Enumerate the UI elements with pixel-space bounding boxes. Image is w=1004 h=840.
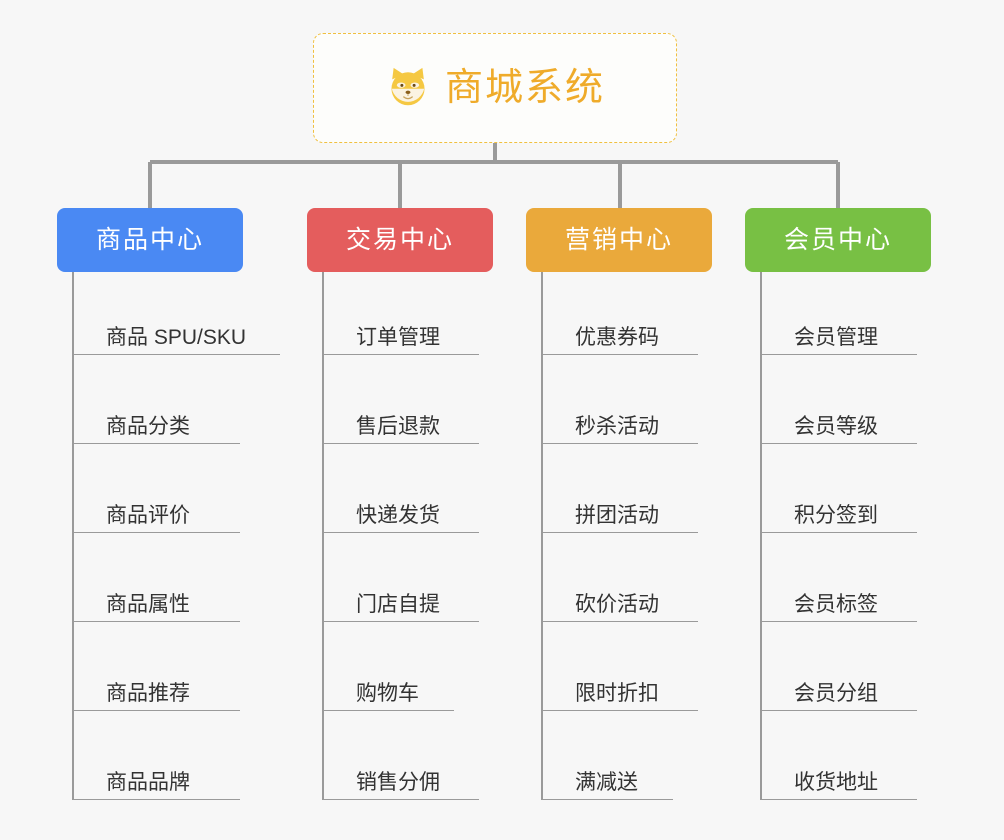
leaf-item[interactable]: 商品品牌 [74, 711, 304, 800]
leaf-rule [74, 799, 240, 800]
leaf-label: 商品推荐 [106, 681, 190, 705]
leaf-rule [762, 799, 917, 800]
leaf-item[interactable]: 购物车 [324, 622, 554, 711]
leaf-label: 砍价活动 [575, 592, 659, 616]
leaf-label: 会员等级 [794, 414, 878, 438]
leaf-rule [324, 354, 479, 355]
leaf-item[interactable]: 限时折扣 [543, 622, 773, 711]
leaf-rule [74, 354, 280, 355]
leaf-item[interactable]: 商品评价 [74, 444, 304, 533]
branch-marketing-center: 营销中心 优惠券码 秒杀活动 拼团活动 砍价活动 限时折扣 [526, 208, 712, 800]
leaf-label: 售后退款 [356, 414, 440, 438]
leaf-item[interactable]: 销售分佣 [324, 711, 554, 800]
branch-head-member-center[interactable]: 会员中心 [745, 208, 931, 272]
leaf-label: 拼团活动 [575, 503, 659, 527]
leaf-label: 商品品牌 [106, 770, 190, 794]
leaf-rule [543, 621, 698, 622]
leaf-item[interactable]: 会员等级 [762, 355, 992, 444]
leaf-list-trade-center: 订单管理 售后退款 快递发货 门店自提 购物车 销售分佣 [322, 272, 554, 800]
leaf-rule [543, 710, 698, 711]
leaf-rule [762, 443, 917, 444]
shiba-dog-face-icon [391, 67, 425, 106]
leaf-rule [762, 710, 917, 711]
leaf-item[interactable]: 收货地址 [762, 711, 992, 800]
leaf-rule [74, 710, 240, 711]
leaf-item[interactable]: 砍价活动 [543, 533, 773, 622]
leaf-list-product-center: 商品 SPU/SKU 商品分类 商品评价 商品属性 商品推荐 商品品牌 [72, 272, 304, 800]
leaf-label: 销售分佣 [356, 770, 440, 794]
leaf-item[interactable]: 商品推荐 [74, 622, 304, 711]
leaf-rule [543, 799, 673, 800]
leaf-list-marketing-center: 优惠券码 秒杀活动 拼团活动 砍价活动 限时折扣 满减送 [541, 272, 773, 800]
leaf-item[interactable]: 会员管理 [762, 272, 992, 355]
leaf-rule [762, 532, 917, 533]
leaf-item[interactable]: 满减送 [543, 711, 773, 800]
branch-head-label: 交易中心 [345, 225, 454, 254]
leaf-rule [324, 799, 479, 800]
leaf-label: 限时折扣 [575, 681, 659, 705]
branch-head-label: 商品中心 [95, 225, 204, 254]
leaf-item[interactable]: 订单管理 [324, 272, 554, 355]
leaf-label: 积分签到 [794, 503, 878, 527]
leaf-rule [324, 532, 479, 533]
branch-head-trade-center[interactable]: 交易中心 [307, 208, 493, 272]
leaf-item[interactable]: 快递发货 [324, 444, 554, 533]
leaf-item[interactable]: 会员分组 [762, 622, 992, 711]
leaf-rule [324, 710, 454, 711]
root-node[interactable]: 商城系统 [313, 33, 677, 143]
leaf-label: 会员分组 [794, 681, 878, 705]
leaf-label: 秒杀活动 [575, 414, 659, 438]
leaf-rule [543, 532, 698, 533]
branch-trade-center: 交易中心 订单管理 售后退款 快递发货 门店自提 购物车 [307, 208, 493, 800]
leaf-rule [74, 532, 240, 533]
leaf-rule [762, 354, 917, 355]
leaf-label: 优惠券码 [575, 325, 659, 349]
leaf-label: 商品 SPU/SKU [106, 325, 247, 349]
leaf-item[interactable]: 拼团活动 [543, 444, 773, 533]
branch-head-label: 营销中心 [564, 225, 673, 254]
root-title: 商城系统 [444, 67, 605, 109]
leaf-label: 会员管理 [794, 325, 878, 349]
leaf-rule [324, 621, 479, 622]
branch-product-center: 商品中心 商品 SPU/SKU 商品分类 商品评价 商品属性 商品推荐 [57, 208, 280, 800]
branch-head-label: 会员中心 [783, 225, 892, 254]
branch-head-marketing-center[interactable]: 营销中心 [526, 208, 712, 272]
branch-member-center: 会员中心 会员管理 会员等级 积分签到 会员标签 会员分组 [745, 208, 931, 800]
branch-head-product-center[interactable]: 商品中心 [57, 208, 243, 272]
leaf-item[interactable]: 优惠券码 [543, 272, 773, 355]
leaf-label: 购物车 [356, 681, 419, 705]
leaf-label: 商品属性 [106, 592, 190, 616]
leaf-item[interactable]: 商品 SPU/SKU [74, 272, 304, 355]
leaf-label: 商品评价 [106, 503, 190, 527]
leaf-rule [762, 621, 917, 622]
leaf-label: 门店自提 [356, 592, 440, 616]
leaf-item[interactable]: 门店自提 [324, 533, 554, 622]
leaf-label: 快递发货 [356, 503, 440, 527]
leaf-item[interactable]: 商品属性 [74, 533, 304, 622]
leaf-rule [543, 354, 698, 355]
leaf-rule [74, 621, 240, 622]
leaf-label: 商品分类 [106, 414, 190, 438]
leaf-rule [324, 443, 479, 444]
leaf-item[interactable]: 会员标签 [762, 533, 992, 622]
leaf-label: 满减送 [575, 770, 638, 794]
leaf-label: 会员标签 [794, 592, 878, 616]
leaf-item[interactable]: 秒杀活动 [543, 355, 773, 444]
leaf-item[interactable]: 积分签到 [762, 444, 992, 533]
leaf-item[interactable]: 售后退款 [324, 355, 554, 444]
leaf-label: 订单管理 [356, 325, 440, 349]
leaf-label: 收货地址 [794, 770, 878, 794]
leaf-list-member-center: 会员管理 会员等级 积分签到 会员标签 会员分组 收货地址 [760, 272, 992, 800]
leaf-rule [74, 443, 240, 444]
leaf-rule [543, 443, 698, 444]
leaf-item[interactable]: 商品分类 [74, 355, 304, 444]
